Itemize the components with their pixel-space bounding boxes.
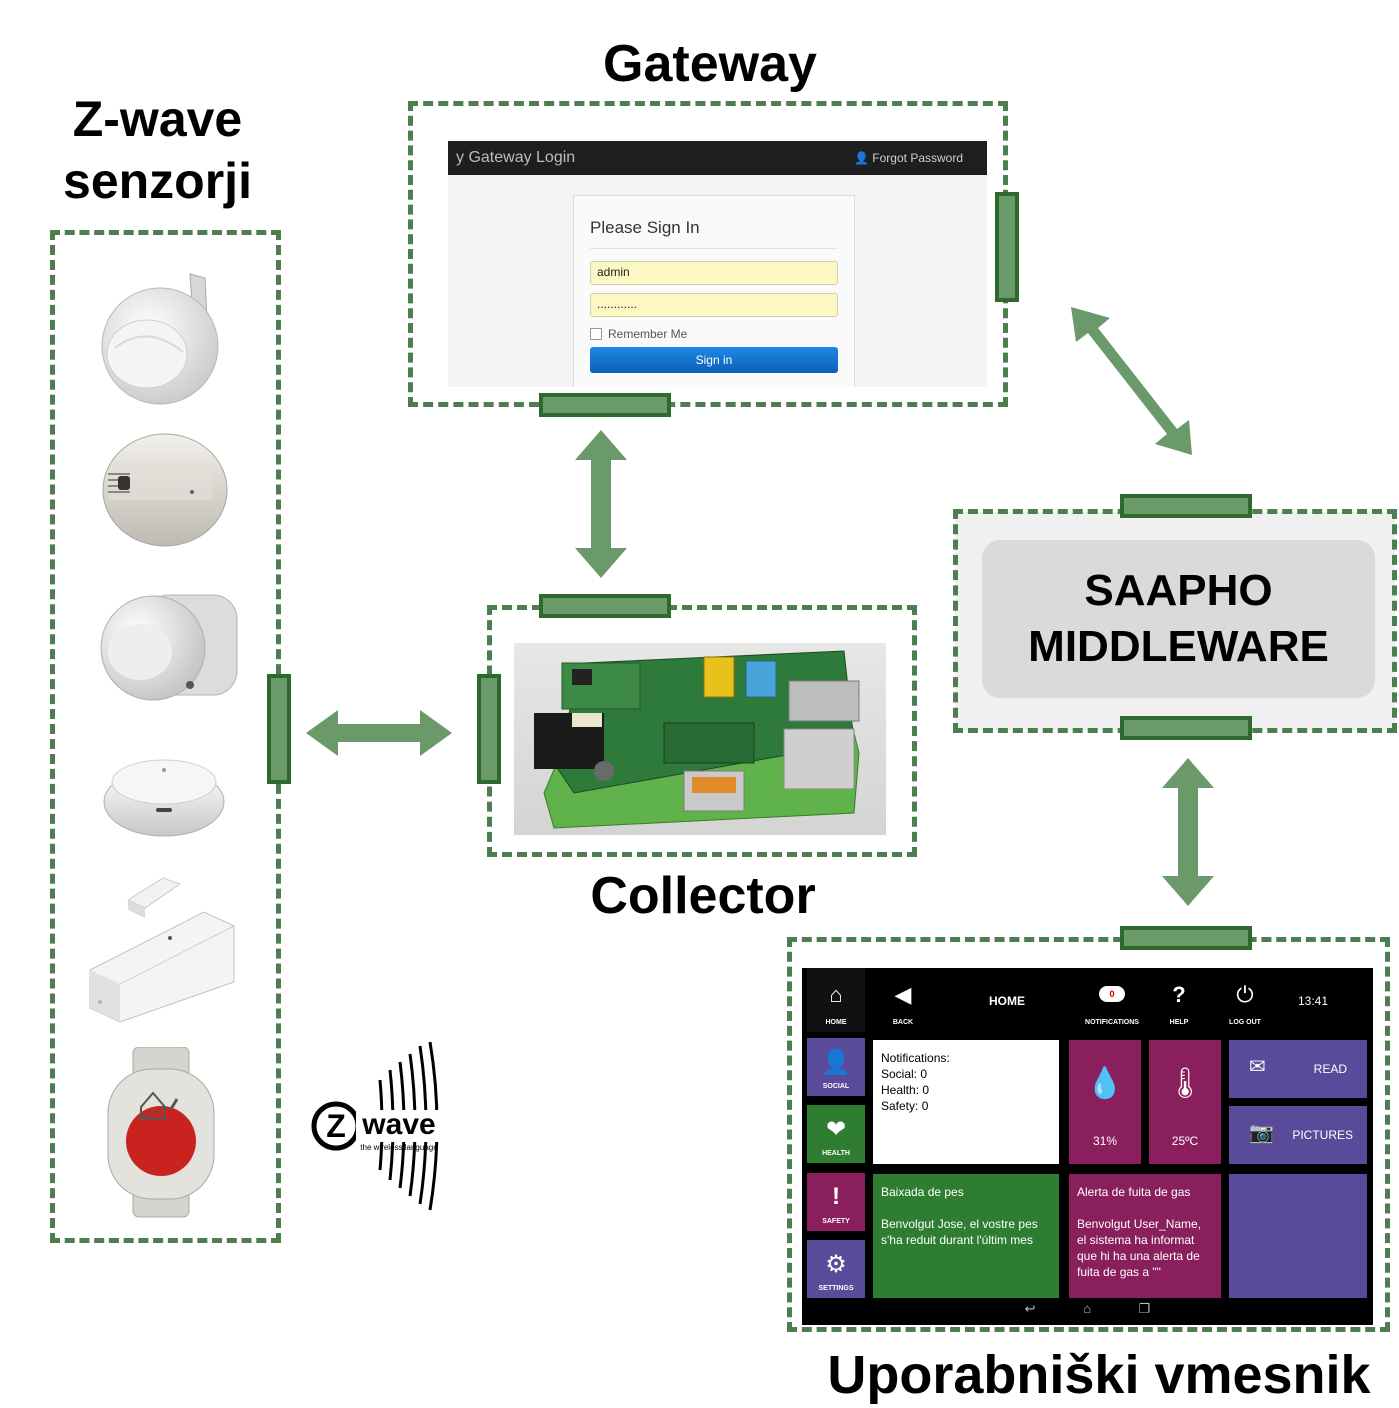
temperature-value: 25ºC — [1171, 1134, 1199, 1148]
connector-collector-top — [539, 594, 671, 618]
clock: 13:41 — [1298, 994, 1329, 1008]
back-button[interactable]: ◀ BACK — [874, 968, 932, 1032]
nav-recent-icon[interactable]: ❐ — [1138, 1301, 1151, 1316]
arrow-sensors-collector — [306, 710, 452, 756]
side-menu-safety[interactable]: ! SAFETY — [807, 1173, 865, 1231]
camera-icon: 📷 — [1249, 1122, 1274, 1144]
username-field[interactable]: admin — [590, 261, 838, 285]
temperature-tile[interactable]: 🌡 25ºC — [1149, 1040, 1221, 1164]
flood-sensor-icon — [103, 759, 225, 837]
collector-board-photo — [514, 643, 886, 835]
notifications-summary-line: Notifications: — [881, 1051, 950, 1065]
zwave-title-line2: senzorji — [63, 153, 252, 209]
gear-icon: ⚙ — [825, 1251, 847, 1278]
connector-gateway-right — [995, 192, 1019, 302]
message-weight-body: Benvolgut Jose, el vostre pes s'ha redui… — [881, 1217, 1038, 1247]
help-button[interactable]: ? HELP — [1150, 968, 1208, 1032]
nav-back-icon[interactable]: ↩ — [1024, 1301, 1036, 1316]
notifications-summary-line: Health: 0 — [881, 1083, 930, 1097]
notifications-summary-tile[interactable]: Notifications: Social: 0 Health: 0 Safet… — [873, 1040, 1059, 1164]
notifications-bubble-icon: 0 — [1099, 986, 1125, 1002]
home-icon: ⌂ — [829, 982, 843, 1007]
motion-sensor-corner-icon — [100, 594, 238, 701]
signin-panel: Please Sign In admin ............ Rememb… — [573, 195, 855, 387]
raspberry-pi-board-icon — [534, 650, 860, 829]
humidity-tile[interactable]: 💧 31% — [1069, 1040, 1141, 1164]
connector-ui-top — [1120, 926, 1252, 950]
svg-text:Z: Z — [326, 1108, 346, 1144]
side-menu-social[interactable]: 👤 SOCIAL — [807, 1038, 865, 1096]
zwave-title: Z-wave senzorji — [40, 88, 275, 212]
message-gas-title: Alerta de fuita de gas — [1077, 1185, 1191, 1199]
connector-middleware-bottom — [1120, 716, 1252, 740]
connector-sensors-right — [267, 674, 291, 784]
message-gas-body: Benvolgut User_Name, el sistema ha infor… — [1077, 1217, 1202, 1279]
saapho-middleware-box: SAAPHO MIDDLEWARE — [982, 540, 1375, 698]
nav-home-icon[interactable]: ⌂ — [1083, 1301, 1092, 1316]
humidity-value: 31% — [1092, 1134, 1118, 1148]
exclamation-icon: ! — [832, 1183, 840, 1210]
ui-group — [787, 937, 1390, 1332]
zwave-logo-tagline: the wireless language — [360, 1143, 438, 1152]
tablet-ui-screenshot: ⌂ HOME ◀ BACK HOME 0 NOTIFICATIONS ? HEL… — [802, 968, 1373, 1325]
message-weight-tile[interactable]: Baixada de pes Benvolgut Jose, el vostre… — [873, 1174, 1059, 1298]
read-tile[interactable]: ✉ READ — [1229, 1040, 1367, 1098]
panic-button-pendant-icon — [107, 1047, 215, 1218]
help-icon: ? — [1172, 982, 1186, 1007]
logout-button[interactable]: ⏻ LOG OUT — [1216, 968, 1274, 1032]
notifications-summary-line: Social: 0 — [881, 1067, 928, 1081]
message-gas-tile[interactable]: Alerta de fuita de gas Benvolgut User_Na… — [1069, 1174, 1221, 1298]
arrow-gateway-collector — [575, 430, 627, 578]
home-button[interactable]: ⌂ HOME — [807, 968, 865, 1032]
remember-me-checkbox[interactable] — [590, 328, 602, 340]
side-menu-health[interactable]: ❤ HEALTH — [807, 1105, 865, 1163]
arrow-middleware-ui — [1162, 758, 1214, 906]
password-field[interactable]: ............ — [590, 293, 838, 317]
smoke-detector-icon — [102, 433, 228, 547]
remember-me-label: Remember Me — [608, 327, 688, 341]
remember-me-row[interactable]: Remember Me — [590, 327, 838, 341]
collector-title: Collector — [590, 867, 816, 925]
power-icon: ⏻ — [1236, 982, 1254, 1007]
connector-gateway-bottom — [539, 393, 671, 417]
gateway-header-title: y Gateway Login — [456, 149, 576, 166]
notifications-summary-line: Safety: 0 — [881, 1099, 929, 1113]
signin-button[interactable]: Sign in — [590, 347, 838, 373]
motion-sensor-dome-icon — [101, 273, 219, 405]
tablet-page-title: HOME — [989, 994, 1025, 1008]
android-nav-bar: ↩ ⌂ ❐ — [802, 1301, 1373, 1323]
zwave-title-line1: Z-wave — [72, 91, 243, 147]
pictures-label: PICTURES — [1292, 1128, 1353, 1142]
back-arrow-icon: ◀ — [894, 982, 912, 1007]
middleware-line2: MIDDLEWARE — [1028, 622, 1329, 671]
arrow-gateway-middleware — [1071, 307, 1192, 455]
read-label: READ — [1313, 1062, 1347, 1076]
pictures-tile[interactable]: 📷 PICTURES — [1229, 1106, 1367, 1164]
zwave-logo-icon: Z wave the wireless language — [311, 1041, 442, 1211]
gateway-title: Gateway — [603, 35, 817, 93]
connector-middleware-top — [1120, 494, 1252, 518]
gateway-header-bar: y Gateway Login 👤 Forgot Password — [448, 141, 987, 175]
notifications-button[interactable]: 0 NOTIFICATIONS — [1080, 968, 1144, 1032]
forgot-password-link[interactable]: 👤 Forgot Password — [854, 151, 963, 165]
heart-icon: ❤ — [825, 1116, 847, 1143]
empty-tile — [1229, 1174, 1367, 1298]
connector-collector-left — [477, 674, 501, 784]
water-drop-icon: 💧 — [1086, 1067, 1124, 1100]
middleware-line1: SAAPHO — [1084, 566, 1273, 615]
message-weight-title: Baixada de pes — [881, 1185, 964, 1199]
ui-title: Uporabniški vmesnik — [827, 1345, 1371, 1405]
envelope-icon: ✉ — [1249, 1056, 1266, 1078]
person-icon: 👤 — [821, 1049, 851, 1076]
zwave-logo-wordmark: wave — [361, 1108, 435, 1141]
thermometer-icon: 🌡 — [1165, 1067, 1205, 1100]
gateway-login-screenshot: y Gateway Login 👤 Forgot Password Please… — [448, 141, 987, 387]
door-window-sensor-icon — [89, 877, 235, 1023]
side-menu-settings[interactable]: ⚙ SETTINGS — [807, 1240, 865, 1298]
signin-panel-title: Please Sign In — [590, 218, 838, 249]
